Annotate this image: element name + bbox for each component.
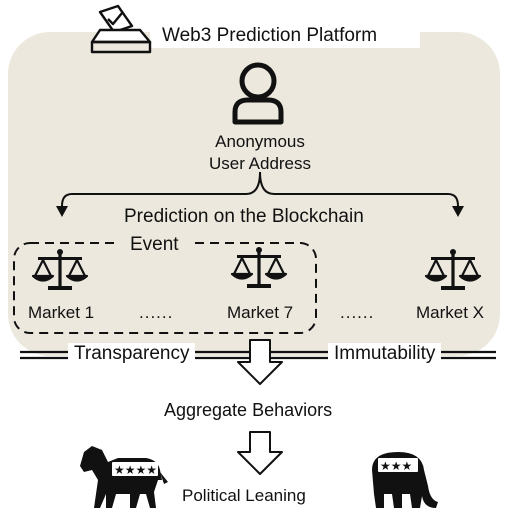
svg-text:★★★: ★★★: [380, 459, 412, 473]
svg-text:★★★★: ★★★★: [114, 463, 157, 477]
user-icon: [232, 62, 284, 125]
ellipsis: ......: [340, 303, 375, 322]
elephant-icon: [372, 452, 438, 508]
market-label: Market 1: [28, 303, 95, 322]
scales-icon: [424, 249, 482, 290]
market-label: Market X: [416, 303, 485, 322]
elephant-stars: ★★★: [380, 459, 412, 473]
ballot-box-icon: [90, 4, 152, 54]
aggregate-label: Aggregate Behaviors: [164, 400, 333, 420]
arrow-head-right: [452, 206, 464, 217]
donkey-stars: ★★★★: [114, 463, 157, 477]
ellipsis: ......: [139, 303, 174, 322]
scales-icon: [230, 247, 288, 288]
user-label-line-2: User Address: [208, 154, 312, 173]
arrow-head-left: [56, 206, 68, 217]
transparency-label: Transparency: [68, 343, 196, 365]
market-label: Market 7: [227, 303, 294, 322]
title-backdrop: [150, 18, 420, 48]
leaning-label: Political Leaning: [182, 486, 306, 505]
event-label: Event: [120, 234, 189, 256]
donkey-icon: [80, 446, 168, 508]
down-arrow-icon: [237, 339, 283, 385]
platform-panel: [8, 32, 500, 356]
platform-title: Web3 Prediction Platform: [162, 25, 378, 46]
branch-arrows: [61, 171, 459, 207]
user-address-label: Anonymous User Address: [200, 131, 320, 175]
scales-icon: [31, 249, 89, 290]
user-label-line-1: Anonymous: [215, 132, 305, 151]
immutability-label: Immutability: [328, 343, 442, 365]
down-arrow-icon: [237, 431, 283, 475]
prediction-label: Prediction on the Blockchain: [124, 206, 364, 227]
